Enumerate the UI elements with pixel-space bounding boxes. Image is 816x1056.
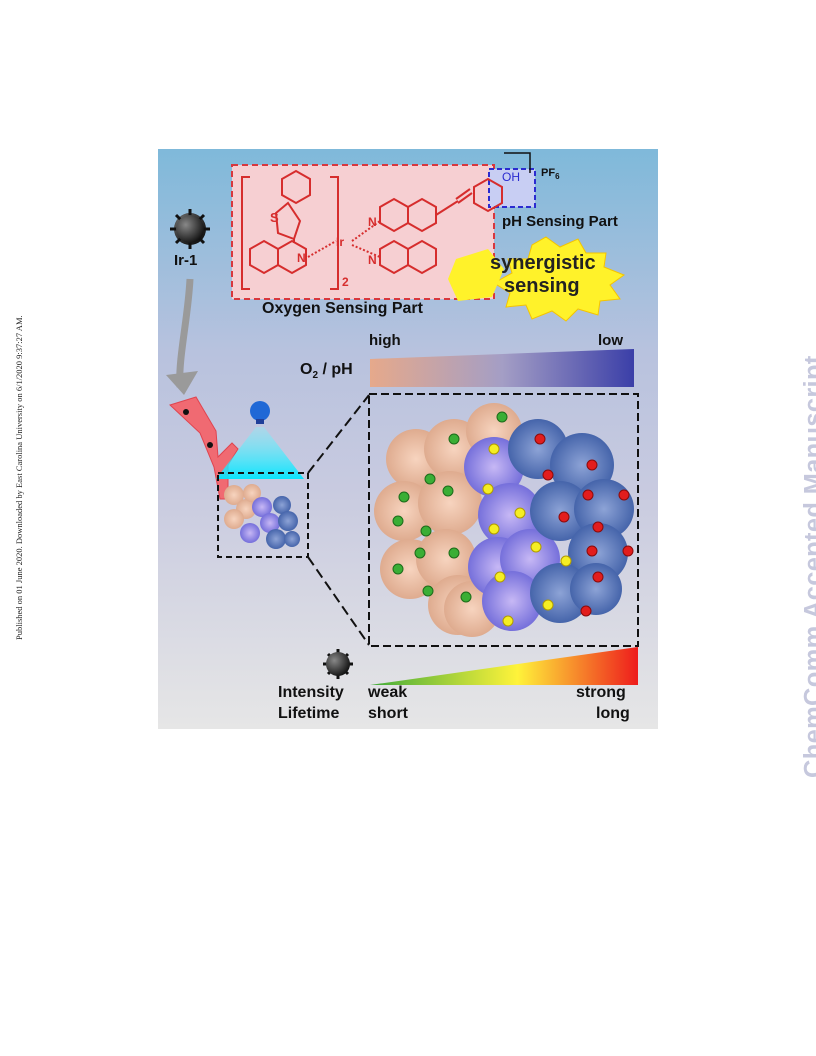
small-tumor [217, 472, 309, 558]
oxygen-sensing-part-label: Oxygen Sensing Part [262, 300, 423, 317]
synergistic-burst [493, 236, 626, 322]
light-bulb-icon [250, 401, 270, 421]
intensity-label: Intensity [278, 684, 344, 701]
short-label: short [368, 705, 408, 722]
ir-atom-label: Ir [336, 235, 345, 249]
pf6-label: PF6 [541, 167, 560, 181]
light-bulb-base [256, 419, 264, 424]
gradient-high-label: high [369, 332, 401, 349]
vessel-ir1-dot [183, 409, 189, 415]
ir-complex-structure [241, 169, 503, 290]
o2-o: O [300, 361, 313, 378]
n-atom-label-1: N [297, 251, 306, 265]
figure-canvas [158, 149, 658, 729]
accepted-manuscript-watermark: ChemComm Accepted Manuscript [800, 355, 816, 778]
o2-subscript: 2 [312, 370, 319, 382]
synergistic-label: synergistic [490, 252, 596, 274]
lifetime-label: Lifetime [278, 705, 340, 722]
o2-ph-label: O2 / pH [300, 361, 353, 381]
pf6-text: PF [541, 167, 556, 179]
ir1-molecule-icon [170, 209, 210, 249]
oh-label: OH [502, 170, 520, 184]
pf6-bracket [504, 152, 531, 173]
n-atom-label-3: N [368, 253, 377, 267]
zoom-line-top [307, 394, 370, 474]
o2-rest: / pH [318, 361, 353, 378]
light-beam [216, 427, 304, 479]
o2-ph-gradient [370, 349, 634, 387]
zoomed-tumor-box [368, 393, 639, 647]
strong-label: strong [576, 684, 626, 701]
ph-sensing-part-label: pH Sensing Part [502, 213, 618, 230]
delivery-arrow-head [166, 371, 198, 395]
graphical-abstract-figure: S N Ir N N 2 OH PF6 pH Sensing Part syne… [158, 149, 658, 729]
zoom-line-bottom [307, 556, 370, 646]
ph-sensing-box [488, 168, 536, 208]
download-notice: Published on 01 June 2020. Downloaded by… [14, 315, 24, 640]
pf6-subscript: 6 [555, 172, 560, 182]
weak-label: weak [368, 684, 408, 701]
s-atom-label: S [270, 210, 279, 225]
probe-dots [392, 411, 634, 627]
ir1-label: Ir-1 [174, 252, 198, 269]
gradient-low-label: low [598, 332, 623, 349]
vessel-ir1-dot [207, 442, 213, 448]
ir1-bottom-icon [323, 649, 353, 679]
burst-tail [448, 249, 504, 301]
sensing-label: sensing [504, 275, 580, 297]
long-label: long [596, 705, 630, 722]
intensity-gradient [370, 647, 638, 685]
n-atom-label-2: N [368, 215, 377, 229]
subscript-2-label: 2 [342, 275, 349, 289]
